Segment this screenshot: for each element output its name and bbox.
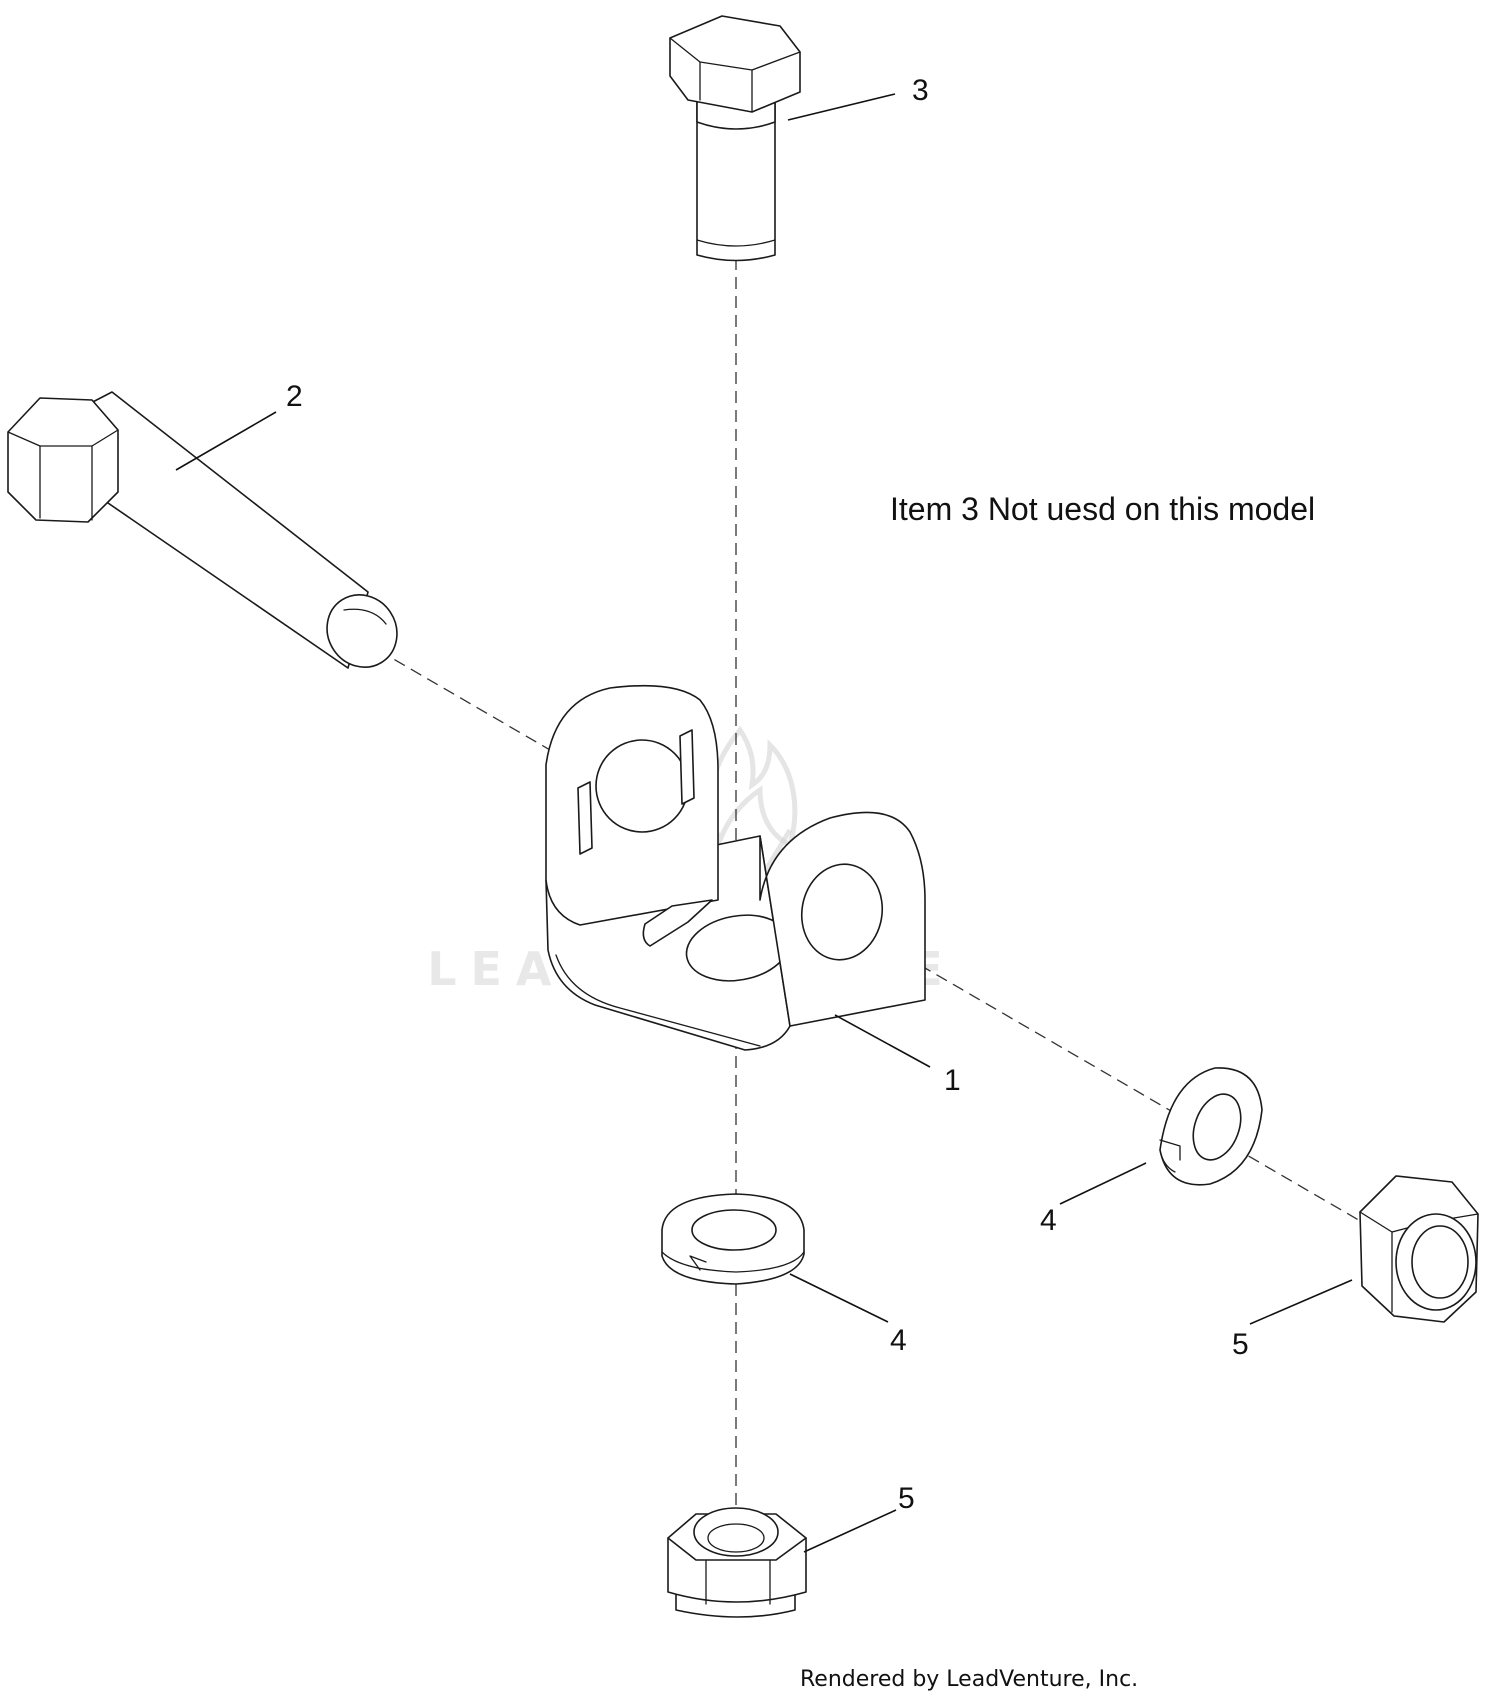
credit-text: Rendered by LeadVenture, Inc. — [800, 1667, 1138, 1692]
callout-5-bottom: 5 — [898, 1482, 915, 1515]
callout-4-right: 4 — [1040, 1204, 1057, 1237]
leader-line-4-bottom — [789, 1273, 889, 1323]
leader-line-2 — [175, 411, 277, 471]
leader-line-1 — [834, 1014, 931, 1068]
leader-line-4-right — [1059, 1162, 1147, 1205]
callout-5-right: 5 — [1232, 1328, 1249, 1361]
bottom-lock-washer — [661, 1193, 805, 1285]
callout-3: 3 — [912, 74, 929, 107]
top-hex-bolt — [669, 15, 801, 262]
leader-line-3 — [787, 93, 896, 121]
callout-4-bottom: 4 — [890, 1324, 907, 1357]
bottom-lock-nut — [667, 1507, 807, 1618]
note-item-3: Item 3 Not uesd on this model — [890, 491, 1315, 527]
callout-1: 1 — [944, 1064, 961, 1097]
leader-line-5-bottom — [803, 1509, 897, 1553]
long-hex-bolt — [7, 391, 398, 669]
u-bracket — [545, 684, 926, 1051]
right-lock-nut — [1359, 1175, 1479, 1323]
leader-line-5-right — [1249, 1279, 1353, 1325]
right-lock-washer — [1159, 1067, 1263, 1186]
callout-2: 2 — [286, 380, 303, 413]
